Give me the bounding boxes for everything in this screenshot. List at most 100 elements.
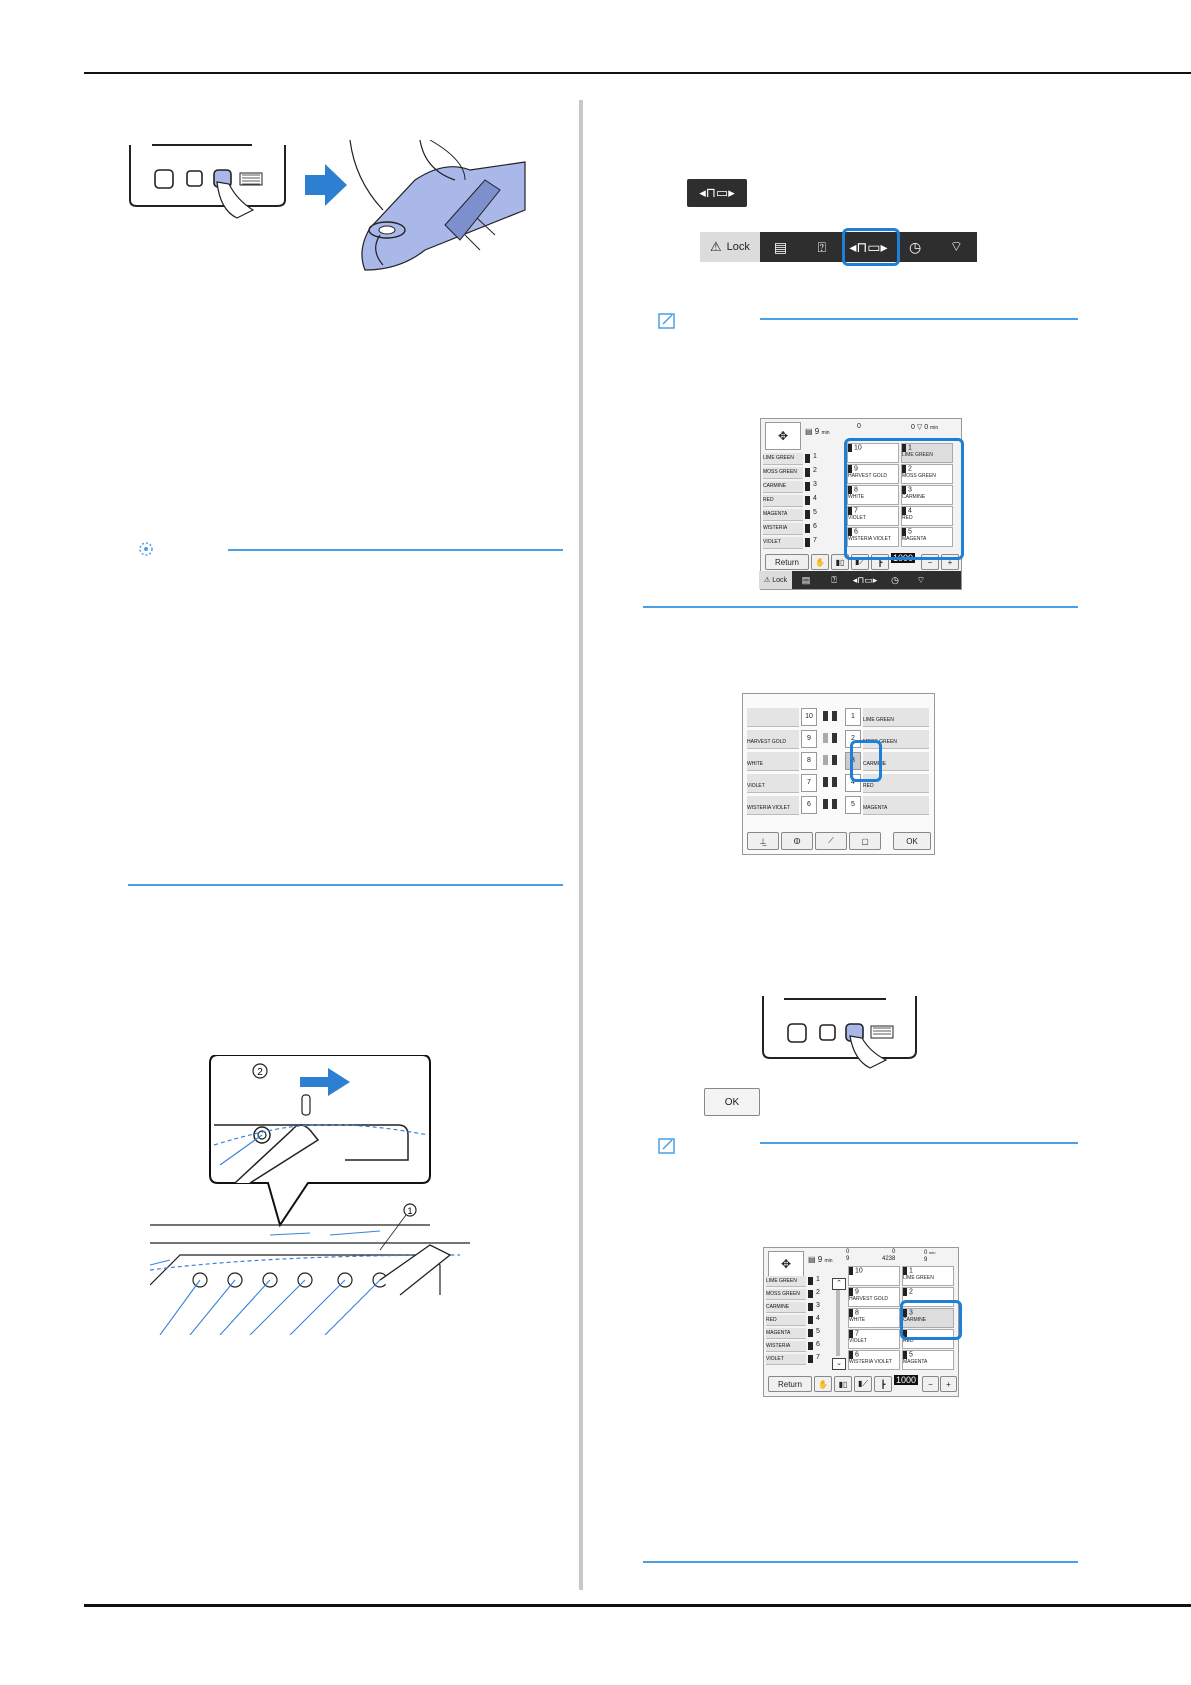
needle-number-button[interactable]: 10 [801,708,817,726]
scroll-down-button[interactable]: ⌄ [832,1358,846,1370]
needle-number-button[interactable]: 3 [845,752,861,770]
thread-row-number: 7 [816,1354,820,1361]
thread-row-label: MOSS GREEN [766,1289,806,1300]
thread-name: CARMINE [903,1317,927,1323]
thread-color-swatch [849,1309,853,1317]
screen-a-lock-button[interactable]: ⚠ Lock [759,571,793,589]
thread-color-swatch [848,465,852,473]
needle-number-button[interactable]: 2 [845,730,861,748]
highlight-thread-grid-a [844,438,964,560]
needle-number-button[interactable]: 4 [845,774,861,792]
needle-number-button[interactable]: 9 [801,730,817,748]
thread-name: RED [903,1338,914,1344]
thread-color-swatch [849,1267,853,1275]
needle-number-button[interactable]: 5 [845,796,861,814]
clock-icon[interactable]: ◷ [908,238,922,255]
thread-row-number: 4 [816,1315,820,1322]
needle-bar-swatch [823,733,837,743]
ok-button[interactable]: OK [704,1088,760,1116]
thread-color-swatch [902,528,906,536]
thread-row-number: 1 [813,453,817,460]
needle-number-button[interactable]: 8 [801,752,817,770]
needle-number-button[interactable]: 6 [801,796,817,814]
thread-sort-button[interactable]: ▮▯ [831,554,849,570]
thread-color-swatch [902,507,906,515]
hand-tool-button[interactable]: ✋ [811,554,829,570]
wifi-icon[interactable]: ⌔ [949,238,963,254]
needle-number: 3 [909,1309,913,1317]
document-icon[interactable]: ▤ [773,238,788,255]
help-icon[interactable]: ⍰ [817,238,826,255]
thread-row-label: WHITE [747,752,799,771]
needle-number: 3 [908,486,912,494]
thread-name: MOSS GREEN [902,473,936,479]
scroll-up-button[interactable]: ⌃ [832,1278,846,1290]
start-point-button[interactable]: ┣ [874,1376,892,1392]
thread-color-swatch [808,1342,813,1350]
move-frame-icon[interactable]: ◂⊓▭▸ [852,574,878,585]
needle-number-button[interactable]: 7 [801,774,817,792]
thread-row-label: WISTERIA VIOLET [766,1341,806,1352]
needle-number: 9 [854,465,858,473]
speed-minus-button[interactable]: − [922,1376,939,1392]
hand-tool-button[interactable]: ✋ [814,1376,832,1392]
thread-trim-button[interactable]: ⊥̲ [747,832,779,850]
callout-2: 2 [257,1067,263,1078]
return-button[interactable]: Return [765,554,809,570]
thread-row-number: 2 [816,1289,820,1296]
thread-color-swatch [808,1303,813,1311]
needle-slot[interactable]: 10 [848,1266,900,1286]
status-toolbar: ⚠ Lock ▤ ⍰ ◂⊓▭▸ ◷ ⌔ [700,232,977,262]
thread-row-number: 5 [816,1328,820,1335]
scrollbar[interactable] [836,1290,840,1356]
stitch-counter: 0 [857,423,861,430]
tension-button[interactable]: ⵀ [781,832,813,850]
needle-bar-swatch [823,755,837,765]
wifi-icon[interactable]: ⌔ [916,574,926,585]
thread-color-swatch [808,1355,813,1363]
needle-bar-swatch [823,799,837,809]
callout-1: 1 [407,1206,412,1216]
lock-button[interactable]: ⚠ Lock [700,232,760,262]
thread-row-label: MAGENTA [766,1328,806,1339]
return-button[interactable]: Return [768,1376,812,1392]
time-minutes: 9 [814,427,820,436]
panel-press-illustration-right [762,996,917,1069]
thread-color-swatch [902,465,906,473]
clock-icon[interactable]: ◷ [891,574,899,585]
thread-row-number: 5 [813,509,817,516]
thread-row-label [747,708,799,727]
needle-number-button[interactable]: 1 [845,708,861,726]
screen-a-toolbar: ⚠ Lock ▤ ⍰ ◂⊓▭▸ ◷ ⌔ [759,571,961,589]
ok-button-screen-b[interactable]: OK [893,832,931,850]
thread-name: VIOLET [849,1338,867,1344]
speed-plus-button[interactable]: + [940,1376,957,1392]
help-icon[interactable]: ⍰ [831,574,837,585]
copy-button[interactable]: ▢ [849,832,881,850]
needle-slot[interactable]: 10 [847,443,899,463]
thread-color-swatch [805,510,810,519]
thread-color-swatch [808,1329,813,1337]
move-frame-icon[interactable]: ◂⊓▭▸ [849,238,888,255]
color-edit-button[interactable]: ▮⟋ [854,1376,872,1392]
needle-thread-button[interactable]: ⟋ [815,832,847,850]
thread-color-swatch [849,1330,853,1338]
document-icon[interactable]: ▤ [801,574,811,585]
thread-sort-button[interactable]: ▮▯ [834,1376,852,1392]
